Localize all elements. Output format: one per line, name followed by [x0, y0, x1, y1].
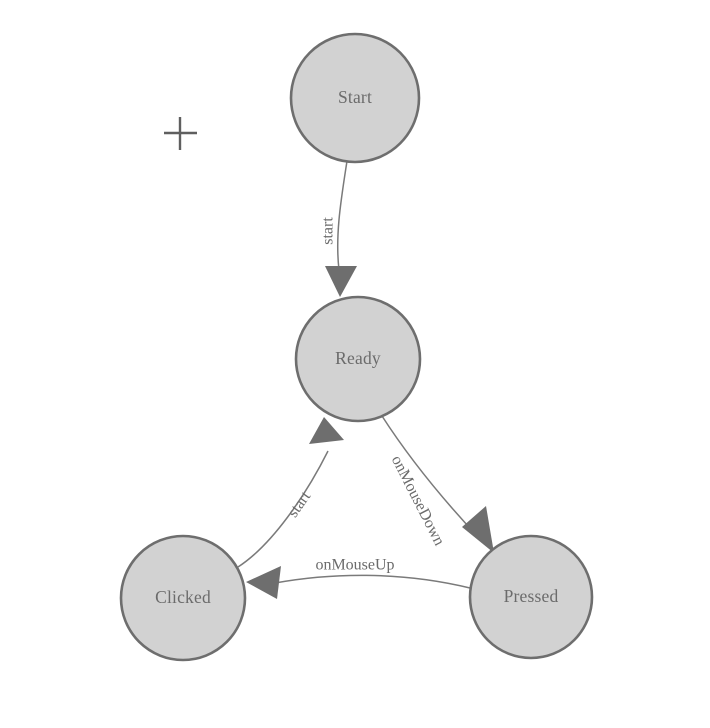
arrowhead-start-to-ready [325, 266, 357, 297]
node-circle-ready [294, 295, 422, 423]
node-pressed[interactable]: Pressed [468, 534, 594, 660]
node-circle-clicked [119, 534, 247, 662]
node-clicked[interactable]: Clicked [119, 534, 247, 662]
node-label-start: Start [338, 87, 372, 107]
node-circle-pressed [468, 534, 594, 660]
edge-label-start-to-ready: start [320, 217, 337, 245]
node-label-ready: Ready [335, 348, 381, 368]
edge-ready-to-pressed[interactable]: onMouseDown [381, 415, 494, 553]
crosshair-icon [164, 117, 197, 150]
node-label-clicked: Clicked [155, 587, 211, 607]
arrowhead-clicked-to-ready [309, 417, 344, 444]
edge-clicked-to-ready[interactable]: start [237, 417, 344, 568]
node-label-pressed: Pressed [504, 586, 559, 606]
edge-path-clicked-to-ready [237, 450, 329, 568]
arrowhead-pressed-to-clicked [246, 566, 281, 599]
edge-start-to-ready[interactable]: start [320, 160, 357, 297]
node-start[interactable]: Start [289, 32, 421, 164]
edge-path-start-to-ready [336, 160, 348, 271]
node-ready[interactable]: Ready [294, 295, 422, 423]
edge-label-pressed-to-clicked: onMouseUp [315, 557, 394, 574]
edge-pressed-to-clicked[interactable]: onMouseUp [246, 557, 471, 599]
edge-path-pressed-to-clicked [274, 574, 471, 589]
node-circle-start [289, 32, 421, 164]
arrowhead-ready-to-pressed [462, 506, 494, 553]
